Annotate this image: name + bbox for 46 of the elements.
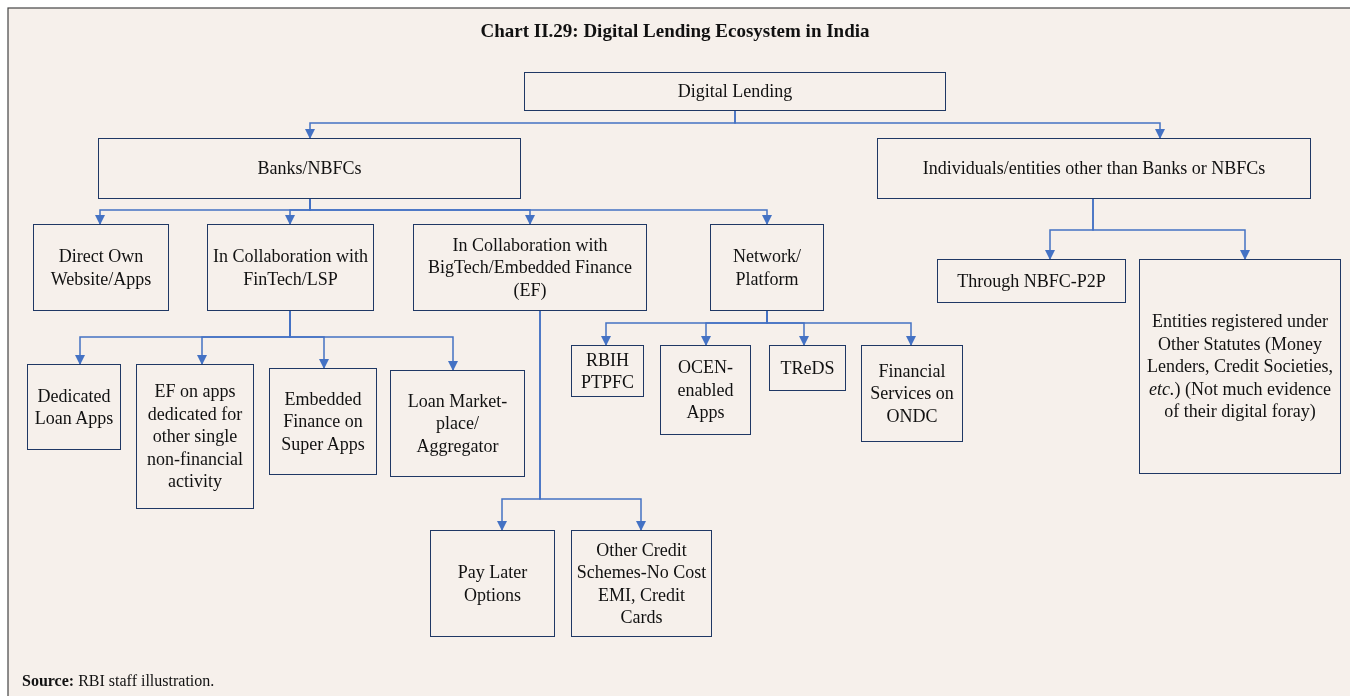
arrow [289, 310, 459, 372]
box-label: Financial Services on ONDC [869, 359, 955, 428]
chart-title: Chart II.29: Digital Lending Ecosystem in India [479, 20, 871, 42]
category-box [861, 345, 963, 442]
category-box [136, 364, 254, 509]
box-label: Other Credit Schemes-No Cost EMI, Credit Cards [576, 538, 707, 629]
box-label: Entities registered under Other Statutes (Money Lenders, Credit Societies, etc.) (Not much evidence of their digital foray) [1146, 310, 1334, 423]
category-box [571, 345, 644, 397]
arrow [1092, 198, 1251, 261]
category-box [33, 224, 169, 311]
category-box [769, 345, 846, 391]
category-box [660, 345, 751, 435]
box-label: Individuals/entities other than Banks or NBFCs [922, 157, 1266, 180]
category-box [207, 224, 374, 311]
box-label: In Collaboration with BigTech/Embedded Finance (EF) [426, 233, 634, 302]
box-label: Loan Market-place/ Aggregator [406, 389, 509, 458]
category-box [98, 138, 521, 199]
category-box [1139, 259, 1341, 474]
category-box [430, 530, 555, 637]
box-label: In Collaboration with FinTech/LSP [212, 245, 369, 290]
box-label: Digital Lending [677, 80, 793, 103]
category-box [524, 72, 946, 111]
box-label: TReDS [780, 356, 835, 380]
box-label: OCEN-enabled Apps [676, 356, 735, 424]
box-label: RBIH PTPFC [579, 348, 635, 394]
arrow [539, 310, 647, 532]
category-box [571, 530, 712, 637]
box-label: Banks/NBFCs [257, 157, 362, 180]
box-label: Through NBFC-P2P [957, 269, 1106, 293]
category-box [390, 370, 525, 477]
box-label: Direct Own Website/Apps [49, 245, 153, 290]
box-label: Pay Later Options [456, 561, 529, 606]
category-box [413, 224, 647, 311]
arrow [766, 310, 917, 347]
category-box [27, 364, 121, 450]
category-box [877, 138, 1311, 199]
category-box [269, 368, 377, 475]
box-label: EF on apps dedicated for other single non-financial activity [146, 380, 244, 493]
box-label: Network/ Platform [732, 245, 802, 290]
arrow [734, 110, 1166, 140]
category-box [710, 224, 824, 311]
box-label: Dedicated Loan Apps [33, 384, 115, 430]
category-box [937, 259, 1126, 303]
box-label: Embedded Finance on Super Apps [280, 387, 366, 456]
arrow [309, 198, 773, 226]
source-note: Source: RBI staff illustration. [22, 672, 215, 690]
